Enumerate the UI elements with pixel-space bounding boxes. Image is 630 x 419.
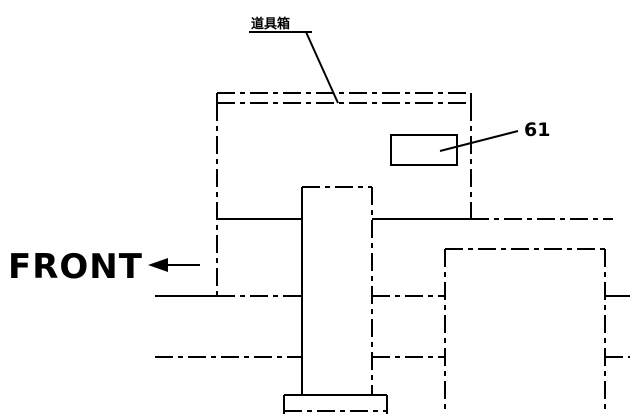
- base-plate: [283, 394, 388, 414]
- toolbox-label: 道具箱: [251, 16, 290, 32]
- reference-61-leader: [439, 130, 519, 152]
- right-block: [444, 248, 606, 414]
- reference-number-61: 61: [524, 119, 550, 141]
- component-61: [390, 134, 458, 166]
- central-column: [301, 186, 373, 395]
- toolbox-outline: [216, 92, 472, 296]
- toolbox-leader-line: [305, 31, 339, 104]
- front-label: FRONT: [8, 247, 143, 287]
- front-arrow-icon: [148, 258, 200, 272]
